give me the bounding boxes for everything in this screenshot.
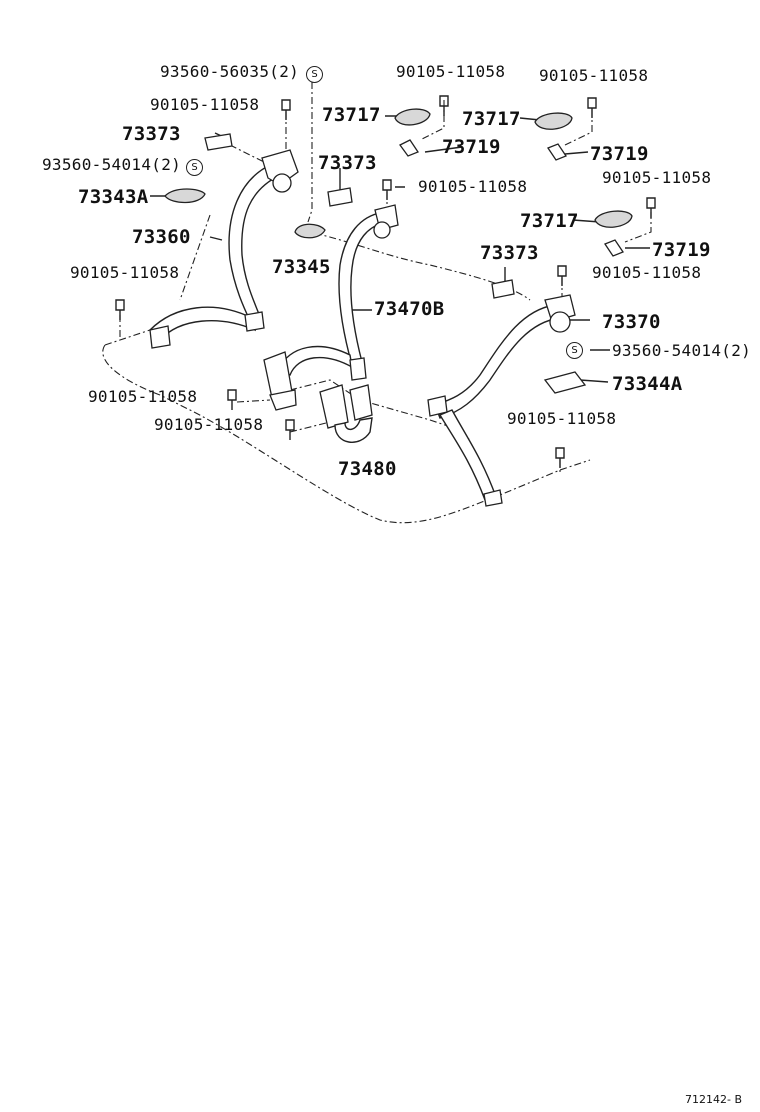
- label-73370: 73370: [602, 311, 661, 333]
- label-90105-11058: 90105-11058: [592, 263, 702, 282]
- seat-belt-parts-diagram: 93560-56035(2) S 90105-11058 90105-11058…: [42, 62, 752, 524]
- label-73470b: 73470B: [374, 298, 445, 320]
- label-73717: 73717: [520, 210, 579, 232]
- label-73343a: 73343A: [78, 186, 149, 208]
- label-73719: 73719: [442, 136, 501, 158]
- label-90105-11058: 90105-11058: [70, 263, 180, 282]
- label-93560-56035: 93560-56035(2): [160, 62, 300, 81]
- label-73344a: 73344A: [612, 373, 683, 395]
- label-73719: 73719: [590, 143, 649, 165]
- label-90105-11058: 90105-11058: [150, 95, 260, 114]
- label-73373: 73373: [480, 242, 539, 264]
- s-marker: S: [306, 66, 323, 83]
- label-73719: 73719: [652, 239, 711, 261]
- label-73717: 73717: [322, 104, 381, 126]
- label-90105-11058: 90105-11058: [418, 177, 528, 196]
- label-73480: 73480: [338, 458, 397, 480]
- label-93560-54014: 93560-54014(2): [42, 155, 182, 174]
- label-90105-11058: 90105-11058: [602, 168, 712, 187]
- belt-73470b: [263, 204, 399, 411]
- s-marker: S: [186, 159, 203, 176]
- illustration-code: 712142- B: [684, 1093, 742, 1106]
- small-parts: [149, 108, 633, 394]
- label-90105-11058: 90105-11058: [507, 409, 617, 428]
- diagram-drawing: [102, 82, 656, 524]
- label-90105-11058: 90105-11058: [154, 415, 264, 434]
- label-73373: 73373: [122, 123, 181, 145]
- s-marker: S: [566, 342, 583, 359]
- label-73717: 73717: [462, 108, 521, 130]
- label-90105-11058: 90105-11058: [88, 387, 198, 406]
- label-90105-11058: 90105-11058: [539, 66, 649, 85]
- belt-73370: [427, 294, 576, 507]
- label-73360: 73360: [132, 226, 191, 248]
- label-93560-54014: 93560-54014(2): [612, 341, 752, 360]
- buckle-73480: [319, 384, 373, 443]
- label-90105-11058: 90105-11058: [396, 62, 506, 81]
- label-73373: 73373: [318, 152, 377, 174]
- bolts: [115, 95, 656, 468]
- label-73345: 73345: [272, 256, 331, 278]
- leader-lines: [119, 82, 652, 475]
